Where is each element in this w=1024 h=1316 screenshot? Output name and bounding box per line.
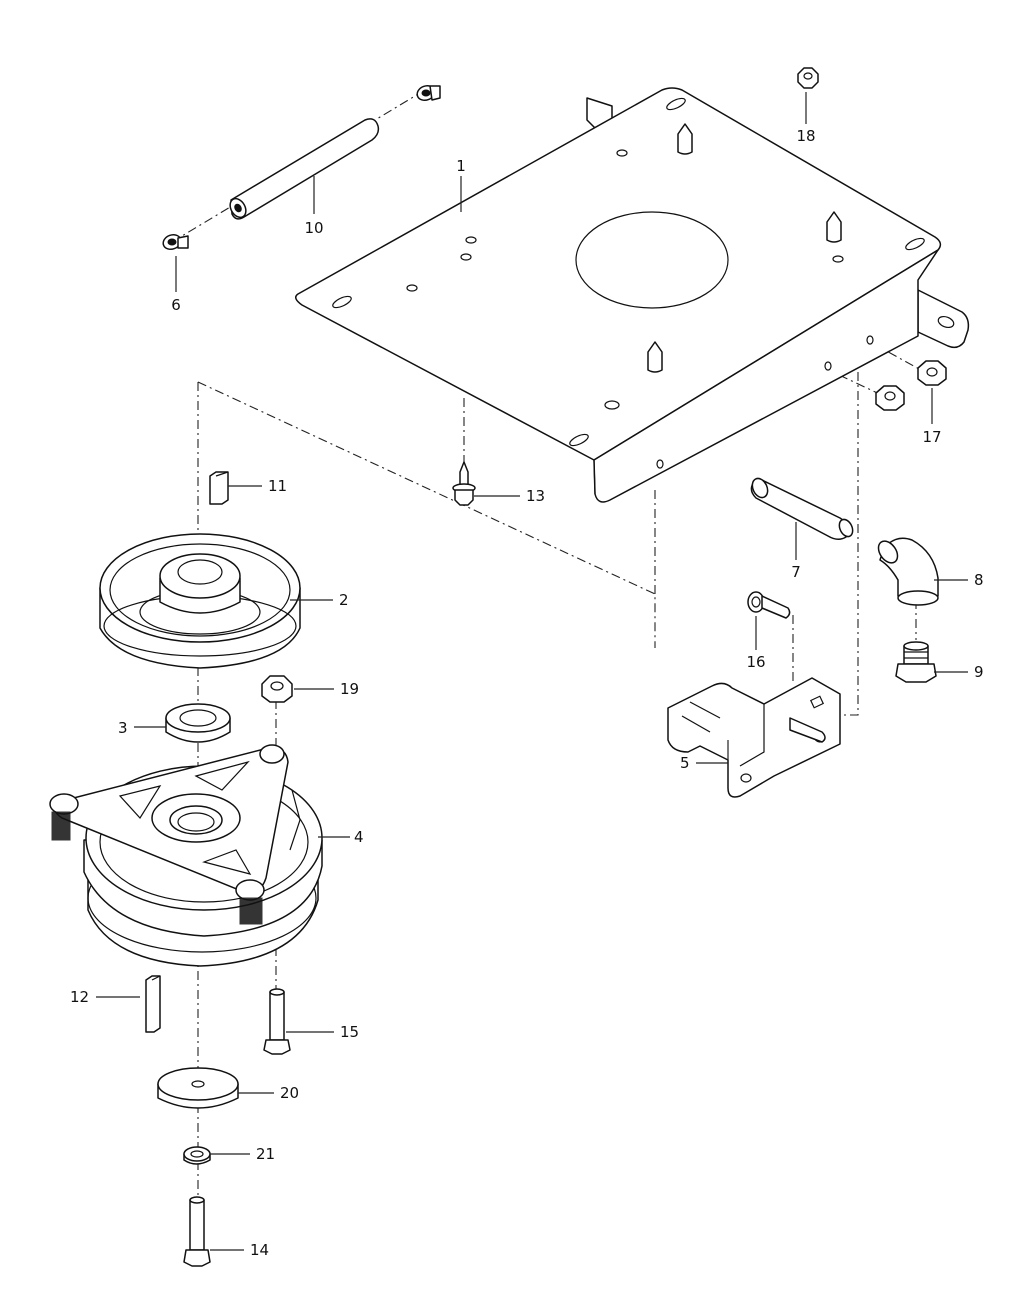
part-8-elbow	[877, 537, 939, 606]
callout-6: 6	[171, 296, 181, 314]
part-12-key	[145, 975, 161, 1033]
part-6-hose-clamp-2	[416, 84, 441, 102]
part-17-nuts	[875, 360, 947, 411]
callout-21: 21	[256, 1145, 275, 1163]
part-21-lock-washer	[183, 1146, 211, 1165]
part-4-clutch	[49, 744, 323, 967]
part-20-washer	[157, 1067, 239, 1109]
part-10-hose	[229, 118, 380, 220]
part-14-bolt	[183, 1196, 211, 1267]
part-2-pulley	[99, 533, 301, 669]
callout-12: 12	[70, 988, 89, 1006]
callout-16: 16	[746, 653, 765, 671]
callout-11: 11	[268, 477, 287, 495]
part-3-spacer	[165, 703, 231, 743]
part-7-pipe-nipple	[750, 477, 854, 540]
callout-17: 17	[922, 428, 941, 446]
leader-lines	[96, 92, 968, 1251]
callout-7: 7	[791, 563, 801, 581]
part-mounting-plate	[295, 87, 970, 503]
callout-15: 15	[340, 1023, 359, 1041]
assembly-line-plate-to-pulley	[197, 381, 656, 648]
callout-14: 14	[250, 1241, 269, 1259]
callout-3: 3	[118, 719, 128, 737]
part-15-bolt	[263, 988, 291, 1055]
callout-2: 2	[339, 591, 349, 609]
callout-13: 13	[526, 487, 545, 505]
part-6-hose-clamp	[162, 233, 189, 251]
part-18-nut	[797, 67, 819, 89]
callout-10: 10	[304, 219, 323, 237]
part-9-plug	[895, 641, 937, 683]
callout-1: 1	[456, 157, 466, 175]
callout-labels: 1 2 3 4 5 6 7 8 9 10 11 12 13 14 15 16 1…	[70, 127, 984, 1259]
part-13-stud	[452, 461, 476, 506]
part-16-bolt	[747, 591, 791, 619]
callout-4: 4	[354, 828, 364, 846]
callout-18: 18	[796, 127, 815, 145]
callout-9: 9	[974, 663, 984, 681]
part-19-nut	[261, 675, 293, 703]
callout-8: 8	[974, 571, 984, 589]
part-5-bracket	[667, 677, 841, 798]
callout-5: 5	[680, 754, 690, 772]
part-11-key	[209, 471, 229, 505]
callout-19: 19	[340, 680, 359, 698]
callout-20: 20	[280, 1084, 299, 1102]
